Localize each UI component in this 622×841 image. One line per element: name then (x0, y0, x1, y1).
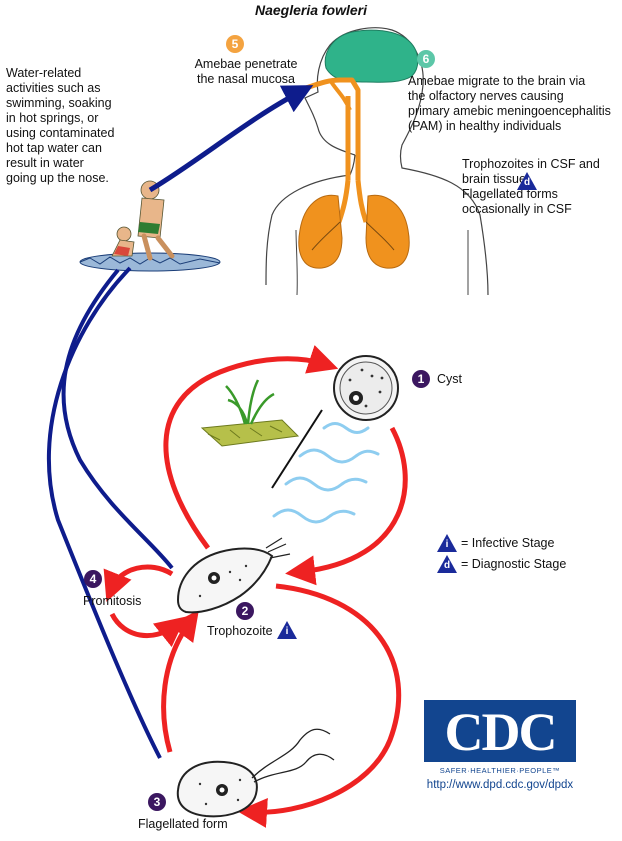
diagram-title: Naegleria fowleri (254, 2, 368, 18)
cdc-tagline: SAFER·HEALTHIER·PEOPLE™ (439, 766, 561, 775)
flagellate-icon (176, 728, 335, 818)
diagnostic-stage-icon: d (516, 171, 538, 191)
swimmer-icon (79, 180, 221, 272)
trophozoite-label: Trophozoite (207, 624, 273, 638)
arrow-from-promitosis (109, 612, 186, 648)
step-4-badge: 4 (84, 570, 102, 588)
water-exposure-text: Water-related activities such as swimmin… (6, 66, 115, 185)
arrow-trophozoite-to-cyst (163, 345, 339, 550)
step-5-text: Amebae penetrate the nasal mucosa (194, 57, 298, 86)
cyst-label: Cyst (437, 372, 462, 386)
step-1-badge: 1 (412, 370, 430, 388)
dpdx-url-link[interactable]: http://www.dpd.cdc.gov/dpdx (426, 779, 574, 791)
water-waves-icon (272, 422, 380, 524)
divider-line (271, 409, 323, 489)
promitosis-label: Promitosis (83, 594, 142, 608)
step-2-badge: 2 (236, 602, 254, 620)
arrow-to-promitosis (103, 564, 174, 602)
arrow-trophozoite-to-flagellate (237, 583, 402, 828)
diagnostic-csf-text: Trophozoites in CSF and brain tissue Fla… (462, 157, 600, 216)
cdc-logo: CDC (424, 700, 576, 762)
infective-stage-icon: i (276, 620, 298, 640)
legend-infective-icon: i (436, 533, 458, 553)
trophozoite-icon (176, 537, 291, 614)
arrow-to-nose (148, 85, 314, 193)
cyst-icon (333, 355, 399, 421)
lungs-icon (298, 194, 410, 269)
arrow-from-trophozoite (61, 268, 174, 570)
step-6-text: Amebae migrate to the brain via the olfa… (408, 74, 611, 133)
legend-infective-label: = Infective Stage (461, 536, 555, 550)
soil-plant-icon (200, 379, 300, 447)
arrow-cyst-to-trophozoite (285, 426, 408, 586)
flagellated-form-label: Flagellated form (138, 817, 228, 831)
cdc-logo-text: CDC (444, 702, 558, 762)
legend-diagnostic-icon: d (436, 554, 458, 574)
step-3-badge: 3 (148, 793, 166, 811)
step-5-badge: 5 (226, 35, 244, 53)
step-6-badge: 6 (417, 50, 435, 68)
arrow-flagellate-to-trophozoite (161, 609, 199, 753)
brain-icon (324, 29, 419, 83)
arrow-from-flagellate (46, 266, 162, 759)
legend-diagnostic-label: = Diagnostic Stage (461, 557, 567, 571)
